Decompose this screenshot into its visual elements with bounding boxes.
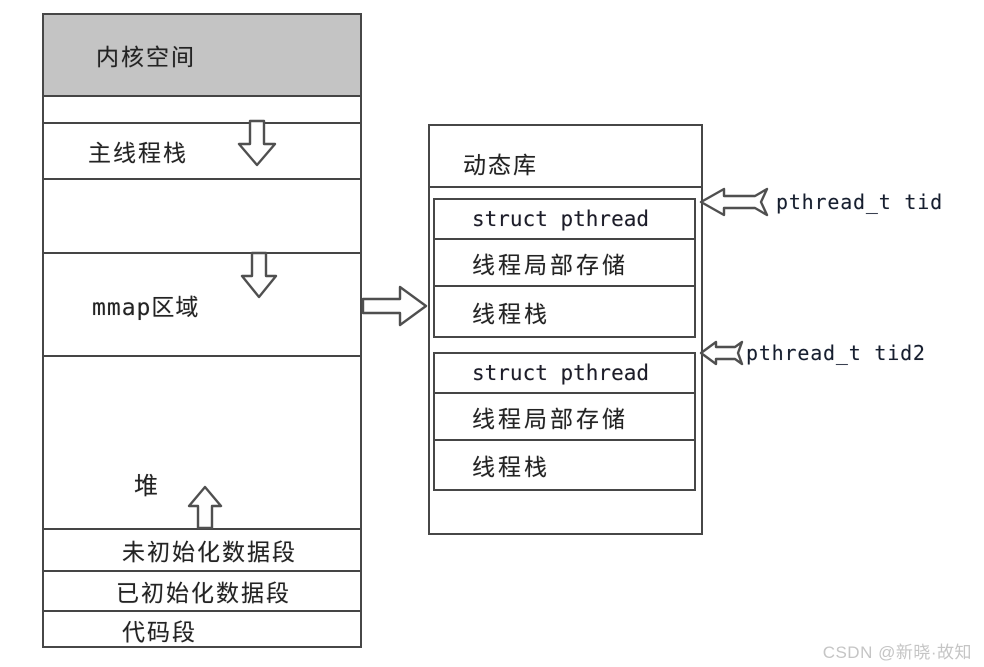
section-data: 已初始化数据段 (44, 572, 360, 612)
thread2-struct-label: struct pthread (472, 361, 650, 385)
section-main-thread-stack: 主线程栈 (44, 124, 360, 180)
heap-grow-up-arrow-icon (187, 485, 223, 530)
tid-pointer-arrow-icon (699, 187, 769, 217)
pthread-tid2-label: pthread_t tid2 (746, 341, 926, 365)
heap-label: 堆 (134, 474, 160, 500)
thread2-tls-row: 线程局部存储 (435, 394, 694, 441)
section-code: 代码段 (44, 612, 360, 648)
thread1-struct-label: struct pthread (472, 207, 650, 231)
thread2-stack-label: 线程栈 (472, 455, 550, 480)
section-top-gap (44, 97, 360, 124)
code-segment-label: 代码段 (122, 620, 197, 645)
main-thread-stack-label: 主线程栈 (88, 141, 188, 166)
kernel-space-label: 内核空间 (96, 45, 196, 70)
pthread-tid-label: pthread_t tid (776, 190, 943, 214)
csdn-watermark: CSDN @新晓·故知 (822, 643, 972, 662)
mmap-to-library-arrow-icon (361, 285, 428, 327)
bss-segment-label: 未初始化数据段 (122, 540, 297, 565)
dynamic-library-box: 动态库 struct pthread 线程局部存储 线程栈 struct pth… (428, 124, 703, 535)
thread2-stack-row: 线程栈 (435, 441, 694, 489)
dynamic-library-header: 动态库 (430, 126, 701, 188)
stack-grow-down-arrow-icon (237, 119, 277, 167)
section-kernel-space: 内核空间 (44, 15, 360, 97)
mmap-area-label: mmap区域 (92, 294, 200, 321)
thread2-tls-label: 线程局部存储 (472, 406, 628, 432)
thread1-block: struct pthread 线程局部存储 线程栈 (433, 198, 696, 338)
thread1-tls-label: 线程局部存储 (472, 252, 628, 278)
thread1-tls-row: 线程局部存储 (435, 240, 694, 287)
section-mmap-area: mmap区域 (44, 254, 360, 357)
thread1-stack-label: 线程栈 (472, 301, 550, 327)
thread1-struct-row: struct pthread (435, 200, 694, 240)
thread2-block: struct pthread 线程局部存储 线程栈 (433, 352, 696, 491)
thread1-stack-row: 线程栈 (435, 287, 694, 336)
dynamic-library-label: 动态库 (463, 153, 538, 178)
data-segment-label: 已初始化数据段 (116, 581, 291, 606)
thread2-struct-row: struct pthread (435, 354, 694, 394)
section-bss: 未初始化数据段 (44, 530, 360, 572)
mmap-grow-down-arrow-icon (240, 251, 278, 299)
process-memory-box: 内核空间 主线程栈 mmap区域 堆 未初始化数据段 已初始化数据段 代码段 (42, 13, 362, 648)
section-empty-gap (44, 180, 360, 254)
tid2-pointer-arrow-icon (699, 340, 744, 366)
